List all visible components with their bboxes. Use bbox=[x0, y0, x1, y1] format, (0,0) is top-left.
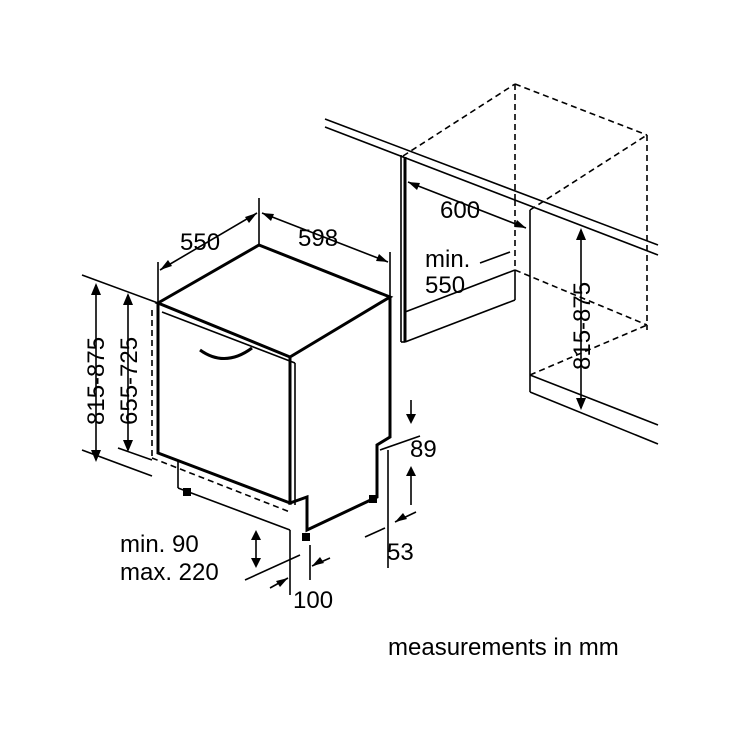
niche-depth-value-label: 550 bbox=[425, 272, 465, 299]
niche-outline bbox=[324, 118, 659, 445]
depth-label: 550 bbox=[180, 229, 220, 256]
door-max-label: max. 220 bbox=[120, 559, 219, 586]
niche-height-dimension bbox=[576, 228, 586, 410]
adjacent-cabinet-dashed bbox=[402, 83, 648, 376]
height-dimensions bbox=[81, 274, 159, 477]
niche-height-label: 815-875 bbox=[569, 282, 596, 370]
door-min-label: min. 90 bbox=[120, 531, 199, 558]
foot-offset-label: 53 bbox=[387, 539, 414, 566]
width-label: 598 bbox=[298, 225, 338, 252]
top-dimensions bbox=[157, 198, 391, 303]
door-handle-icon bbox=[199, 346, 253, 360]
niche-depth-min-label: min. bbox=[425, 246, 470, 273]
dishwasher-body bbox=[154, 243, 394, 541]
niche-width-dimension bbox=[407, 181, 527, 264]
door-gap-dimensions bbox=[244, 530, 331, 595]
door-outline-dashed bbox=[151, 310, 291, 513]
height-label: 815-875 bbox=[83, 337, 110, 425]
niche-width-label: 600 bbox=[440, 197, 480, 224]
units-note: measurements in mm bbox=[388, 634, 619, 661]
door-gap-label: 100 bbox=[293, 587, 333, 614]
door-height-label: 655-725 bbox=[116, 337, 143, 425]
plinth-dimensions bbox=[364, 400, 421, 568]
plinth-height-label: 89 bbox=[410, 436, 437, 463]
